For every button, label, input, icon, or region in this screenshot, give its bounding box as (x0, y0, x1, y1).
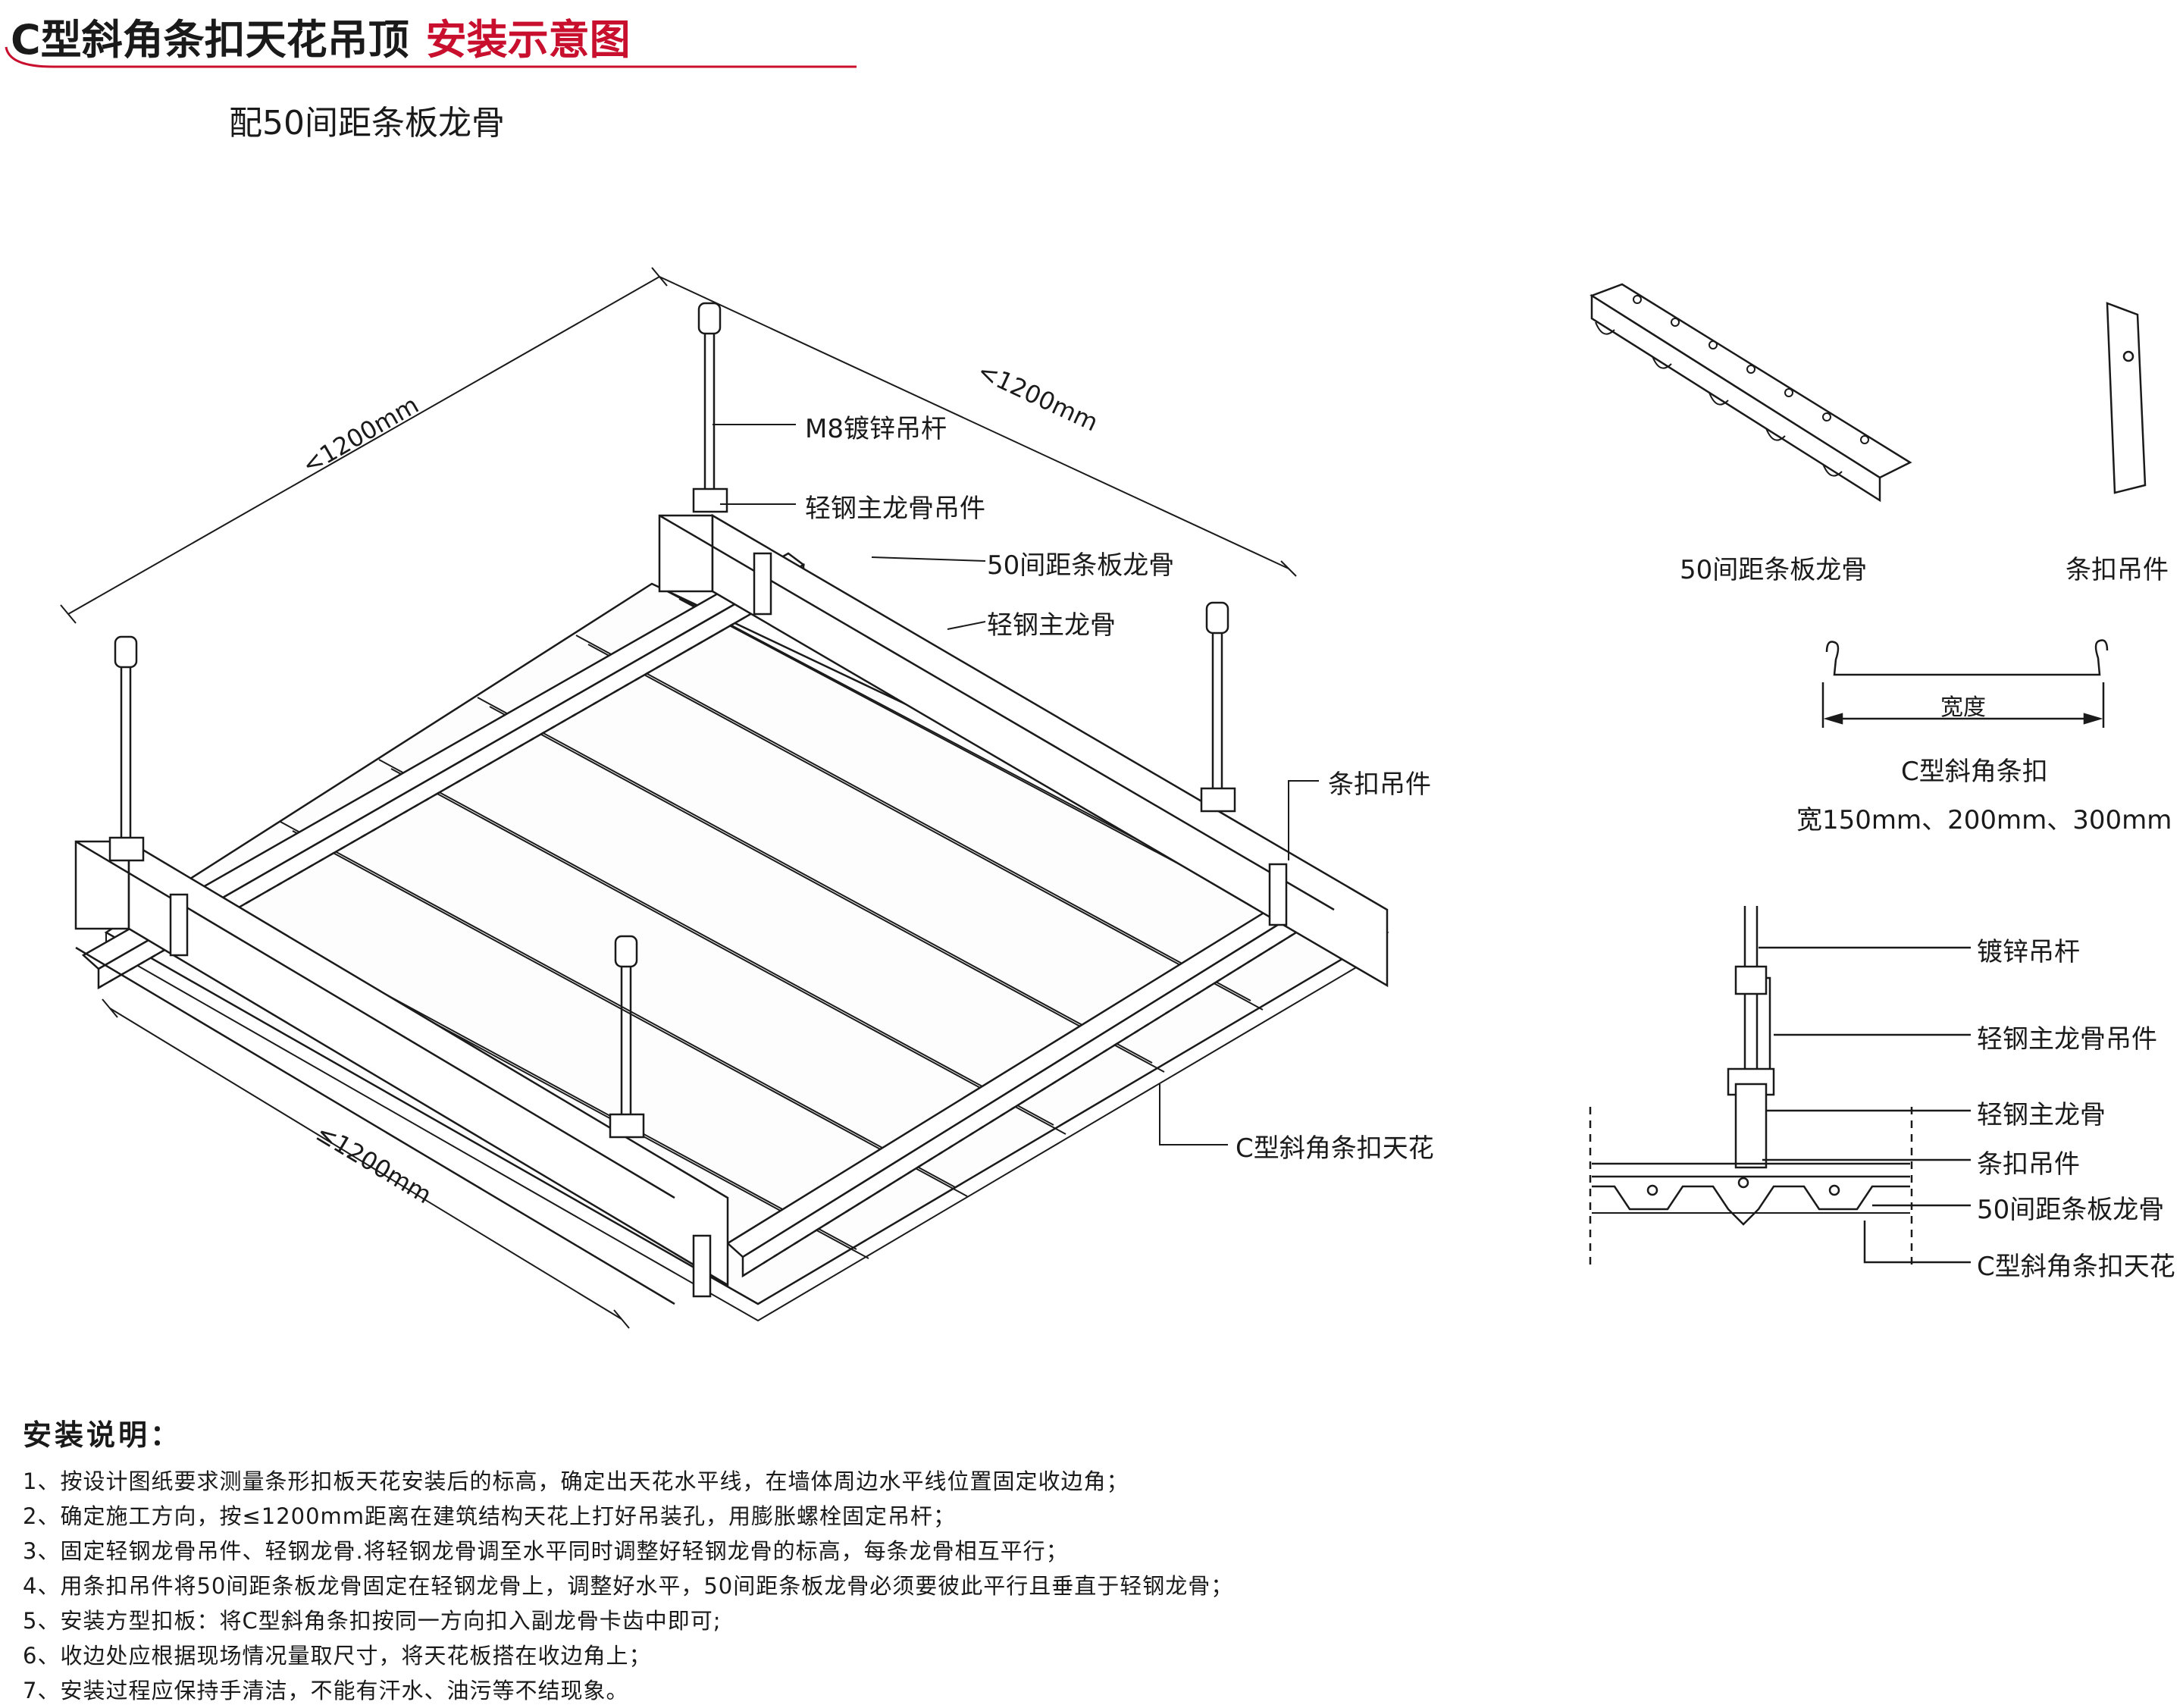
part-carrier-drawing (1589, 283, 1912, 503)
notes-line: 5、安装方型扣板：将C型斜角条扣按同一方向扣入副龙骨卡齿中即可; (23, 1608, 722, 1634)
callout-clip: 条扣吊件 (1328, 769, 1431, 800)
section-drawing (1589, 906, 1971, 1266)
title-red: 安装示意图 (425, 16, 631, 64)
section-label-clip: 条扣吊件 (1977, 1149, 2080, 1180)
iso-ceiling (74, 302, 1389, 1322)
section-label-rod: 镀锌吊杆 (1977, 937, 2080, 967)
c-profile-drawing (1821, 639, 2109, 728)
keel-hangers (108, 487, 1236, 1139)
page-subtitle: 配50间距条板龙骨 (229, 104, 505, 143)
part-carrier-label: 50间距条板龙骨 (1680, 555, 1868, 585)
main-keel-right (658, 513, 1389, 988)
callout-main-keel: 轻钢主龙骨 (987, 610, 1116, 641)
callout-panel: C型斜角条扣天花 (1236, 1133, 1434, 1164)
callout-rod: M8镀锌吊杆 (805, 414, 947, 444)
notes-line: 7、安装过程应保持手清洁，不能有汗水、油污等不结现象。 (23, 1678, 629, 1703)
strip-clips (169, 552, 1288, 1298)
title-underline (5, 46, 857, 68)
notes-line: 6、收边处应根据现场情况量取尺寸，将天花板搭在收边角上； (23, 1643, 652, 1669)
notes-line: 1、按设计图纸要求测量条形扣板天花安装后的标高，确定出天花水平线，在墙体周边水平… (23, 1468, 1129, 1494)
part-clip-label: 条扣吊件 (2066, 555, 2169, 585)
title-black: C型斜角条扣天花吊顶 (11, 16, 409, 64)
profile-sizes: 宽150mm、200mm、300mm (1796, 805, 2172, 835)
rod-tops (114, 302, 1229, 968)
callout-main-hanger: 轻钢主龙骨吊件 (805, 494, 985, 524)
notes-line: 2、确定施工方向，按≤1200mm距离在建筑结构天花上打好吊装孔，用膨胀螺栓固定… (23, 1503, 957, 1529)
callout-leaders (713, 424, 1319, 1145)
page-title: C型斜角条扣天花吊顶安装示意图 (11, 6, 631, 66)
installation-notes: 安装说明： 1、按设计图纸要求测量条形扣板天花安装后的标高，确定出天花水平线，在… (23, 1412, 1233, 1708)
notes-title: 安装说明： (23, 1418, 183, 1452)
section-label-panel: C型斜角条扣天花 (1977, 1252, 2175, 1282)
hanger-rods (120, 326, 1223, 1118)
profile-width-label: 宽度 (1940, 694, 1986, 721)
notes-line: 4、用条扣吊件将50间距条板龙骨固定在轻钢龙骨上，调整好水平，50间距条板龙骨必… (23, 1573, 1234, 1599)
section-label-carrier: 50间距条板龙骨 (1977, 1195, 2165, 1225)
callout-carrier: 50间距条板龙骨 (987, 550, 1175, 581)
section-label-hanger: 轻钢主龙骨吊件 (1977, 1024, 2157, 1055)
profile-name: C型斜角条扣 (1901, 757, 2048, 787)
notes-line: 3、固定轻钢龙骨吊件、轻钢龙骨.将轻钢龙骨调至水平同时调整好轻钢龙骨的标高，每条… (23, 1538, 1069, 1564)
part-clip-drawing (2106, 302, 2147, 494)
dimension-lines (60, 267, 1297, 1329)
section-label-main-keel: 轻钢主龙骨 (1977, 1100, 2106, 1130)
